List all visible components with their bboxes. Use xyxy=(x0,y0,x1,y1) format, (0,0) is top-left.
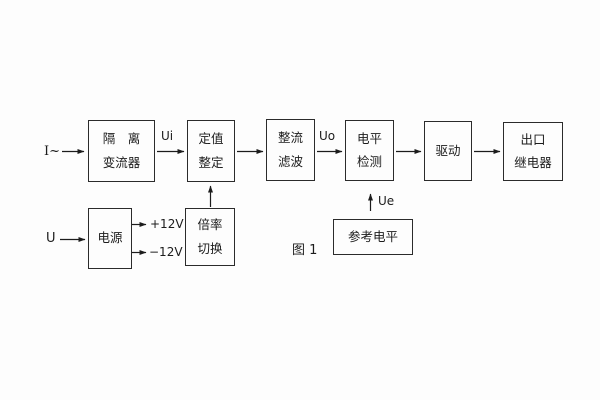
block-line: 检测 xyxy=(356,154,382,169)
block-line: 整流 xyxy=(277,130,303,145)
block-level-detection: 电平 检测 xyxy=(345,120,394,181)
block-reference-level: 参考电平 xyxy=(333,219,413,255)
block-line: 参考电平 xyxy=(347,228,398,244)
block-line: 变流器 xyxy=(102,154,141,170)
block-line: 隔 离 xyxy=(102,131,141,146)
block-line: 定值 xyxy=(198,131,224,146)
block-setting-adjustment: 定值 整定 xyxy=(187,120,235,182)
label-uo-signal: Uo xyxy=(319,129,336,143)
label-ue-signal: Ue xyxy=(378,194,395,208)
block-line: 滤波 xyxy=(277,153,303,169)
block-line: 出口 xyxy=(520,131,546,147)
block-rectifier-filter: 整流 滤波 xyxy=(266,119,315,181)
block-line: 倍率 xyxy=(197,217,223,232)
label-ui-signal: Ui xyxy=(161,129,174,143)
block-line: 驱动 xyxy=(435,142,461,158)
block-ratio-switch: 倍率 切换 xyxy=(185,208,235,266)
block-line: 电源 xyxy=(97,230,123,246)
block-drive: 驱动 xyxy=(424,121,472,181)
block-power-supply: 电源 xyxy=(88,208,132,269)
block-line: 整定 xyxy=(198,154,224,170)
label-input-current: I~ xyxy=(44,144,61,159)
label-input-voltage: U xyxy=(46,231,56,246)
label-plus-12v: +12V xyxy=(150,217,184,231)
block-line: 电平 xyxy=(356,130,382,146)
block-isolation-transformer: 隔 离 变流器 xyxy=(88,120,155,182)
figure-caption: 图 1 xyxy=(292,243,318,258)
block-line: 切换 xyxy=(197,240,223,256)
label-minus-12v: −12V xyxy=(149,245,183,259)
block-line: 继电器 xyxy=(514,155,552,170)
block-output-relay: 出口 继电器 xyxy=(503,122,563,181)
